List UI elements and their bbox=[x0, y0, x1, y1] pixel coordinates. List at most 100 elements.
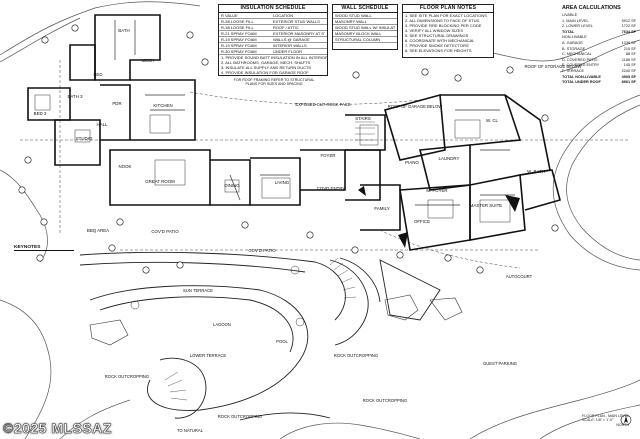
title-block-line1: FLOOR PLAN - MAIN LEVEL bbox=[582, 414, 630, 418]
note-line: 5. SEE STRUCTURAL DRAWINGS bbox=[405, 33, 469, 38]
room-label-laundry: LAUNDRY bbox=[439, 156, 460, 161]
north-arrow-icon bbox=[620, 414, 632, 426]
title-block-line2: SCALE: 1/8" = 1'-0" bbox=[582, 418, 614, 423]
room-label-kitchen: KITCHEN bbox=[153, 103, 172, 108]
room-label-bed: BED bbox=[93, 72, 102, 77]
area-calculations-title: AREA CALCULATIONS bbox=[562, 5, 621, 11]
note-line: 6. COORDINATE WITH MECHANICAL bbox=[405, 38, 475, 43]
room-label-stairs: STAIRS bbox=[355, 116, 371, 121]
building-walls bbox=[27, 14, 561, 251]
insulation-note: 4. PROVIDE INSULATION FOR GARAGE ROOF bbox=[221, 70, 309, 75]
table-row: WOOD STUD WALL W/ INSULATION bbox=[333, 25, 397, 31]
terraces bbox=[79, 251, 441, 421]
callout-rock-outcropping-3: ROCK OUTCROPPING bbox=[363, 398, 407, 403]
furniture bbox=[34, 94, 511, 327]
callout-rock-outcropping-1: ROCK OUTCROPPING bbox=[105, 374, 149, 379]
room-label-w-bath: W. BATH bbox=[527, 169, 545, 174]
room-label-family: FAMILY bbox=[374, 206, 389, 211]
callout-exposed-rock: EXPOSED CUT ROCK FACE bbox=[295, 102, 351, 107]
room-label-piano: PIANO bbox=[405, 160, 419, 165]
room-label-pdr: PDR bbox=[112, 101, 121, 106]
callout-lower-terrace: LOWER TERRACE bbox=[190, 353, 227, 358]
title-block: FLOOR PLAN - MAIN LEVEL SCALE: 1/8" = 1'… bbox=[582, 414, 629, 427]
insulation-schedule-title: INSULATION SCHEDULE bbox=[219, 5, 327, 13]
note-line: 3. PROVIDE FIRE BLOCKING PER CODE bbox=[405, 23, 482, 28]
callout-roof-storage: ROOF OF STORAGE BELOW bbox=[525, 64, 582, 69]
area-row: NON-LIVABLE bbox=[562, 35, 587, 40]
callout-roof-garage: ROOF OF GARAGE BELOW bbox=[388, 104, 442, 109]
room-labels: BATH MECH BED BATH 3 BED 3 PDR HALL KITC… bbox=[34, 28, 545, 253]
room-label-bath: BATH bbox=[118, 28, 129, 33]
callout-rock-outcropping-4: ROCK OUTCROPPING bbox=[218, 414, 262, 419]
room-label-covd-entry: COVD ENTRY bbox=[317, 186, 346, 191]
note-line: 8. SEE ELEVATIONS FOR HEIGHTS bbox=[405, 48, 472, 53]
callout-sun-terrace: SUN TERRACE bbox=[183, 288, 213, 293]
room-label-studio: STUDIO bbox=[76, 136, 93, 141]
note-line: 4. VERIFY ALL WINDOW SIZES bbox=[405, 28, 464, 33]
insulation-note: 1. PROVIDE SOUND BATT INSULATION IN ALL … bbox=[221, 55, 327, 60]
note-line: 2. ALL DIMENSIONS TO FACE OF STUD bbox=[405, 18, 480, 23]
dashed-lines bbox=[20, 60, 630, 269]
room-label-covd-patio-1: COV'D PATIO bbox=[151, 229, 179, 234]
wall-schedule: WALL SCHEDULE WOOD STUD WALL MASONRY WAL… bbox=[332, 4, 398, 50]
table-row: STRUCTURAL COLUMN bbox=[333, 37, 397, 43]
room-label-great-room: GREAT ROOM bbox=[145, 179, 175, 184]
keynotes-heading: KEYNOTES bbox=[14, 245, 74, 251]
room-label-mech: MECH bbox=[142, 58, 155, 63]
wall-schedule-title: WALL SCHEDULE bbox=[333, 5, 397, 13]
room-label-m-foyer: M. FOYER bbox=[426, 188, 447, 193]
note-line: 7. PROVIDE SMOKE DETECTORS bbox=[405, 43, 469, 48]
stair-treads bbox=[164, 121, 375, 401]
room-label-nook: NOOK bbox=[119, 164, 132, 169]
callout-lagoon: LAGOON bbox=[213, 322, 231, 327]
table-row: MASONRY BLOCK WALL bbox=[333, 31, 397, 37]
grid-bubbles bbox=[18, 24, 559, 274]
area-row: LIVABLE bbox=[562, 13, 578, 17]
callout-labels: EXPOSED CUT ROCK FACE ROOF OF GARAGE BEL… bbox=[105, 64, 582, 433]
insulation-note: 2. ALL BATHROOMS, GARAGE, MECH. SHAFTS bbox=[221, 60, 311, 65]
room-label-covd-patio-2: COV'D PATIO bbox=[248, 248, 276, 253]
callout-autocourt: AUTOCOURT bbox=[506, 274, 533, 279]
room-label-dining: DINING bbox=[224, 183, 240, 188]
mls-watermark: ©2025 MLSSAZ bbox=[3, 420, 112, 437]
roof-framing-note: FOR ROOF FRAMING REFER TO STRUCTURAL PLA… bbox=[233, 78, 315, 87]
interior-walls bbox=[114, 20, 515, 206]
table-row: WOOD STUD WALL bbox=[333, 13, 397, 19]
floor-plan-notes-title: FLOOR PLAN NOTES bbox=[403, 5, 493, 13]
table-row: MASONRY WALL bbox=[333, 19, 397, 25]
room-label-living: LIVING bbox=[275, 180, 290, 185]
floor-plan-notes: FLOOR PLAN NOTES 1. SEE SITE PLAN FOR EX… bbox=[402, 4, 494, 58]
note-line: 1. SEE SITE PLAN FOR EXACT LOCATIONS bbox=[405, 13, 487, 18]
room-label-w-cl: W. CL bbox=[486, 118, 499, 123]
rock-outcroppings bbox=[89, 294, 463, 346]
callout-to-natural: TO NATURAL bbox=[177, 428, 204, 433]
room-label-foyer: FOYER bbox=[320, 153, 335, 158]
room-label-bbq: BBQ AREA bbox=[87, 228, 109, 233]
room-label-hall: HALL bbox=[97, 122, 109, 127]
room-label-bed3: BED 3 bbox=[34, 111, 47, 116]
title-block-north: NORTH bbox=[616, 422, 630, 427]
room-label-master-suite: MASTER SUITE bbox=[470, 203, 503, 208]
